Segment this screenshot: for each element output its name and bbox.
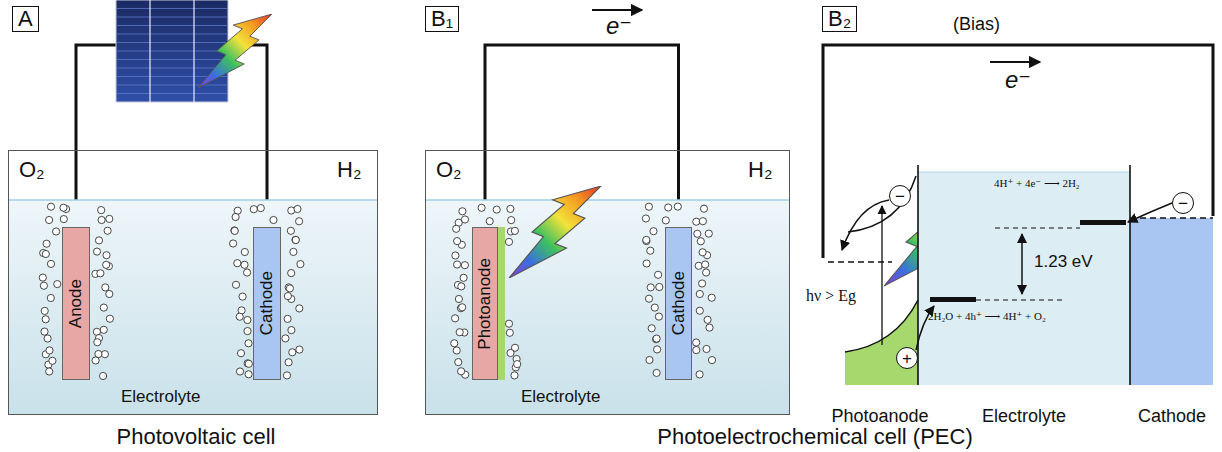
electrode-label: Cathode (257, 271, 277, 335)
charge-sign: + (902, 350, 912, 367)
charge-circle: − (1172, 192, 1194, 214)
region-label: Electrolyte (982, 406, 1066, 427)
reaction-equation: 2H₂O + 4h⁺ ⟶ 4H⁺ + O₂ (928, 310, 1046, 323)
electrode-label: Anode (66, 279, 86, 328)
gas-label: H₂ (337, 157, 361, 183)
charge-sign: − (1178, 195, 1188, 212)
electrode: Cathode (253, 227, 281, 380)
reaction-equation: 4H⁺ + 4e⁻ ⟶ 2H₂ (994, 177, 1080, 190)
electrolyte-label: Electrolyte (521, 387, 600, 407)
gas-label: H₂ (748, 157, 772, 183)
electrode-label: Photoanode (475, 258, 495, 350)
caption-label: Photovoltaic cell (117, 424, 276, 450)
electrode: Anode (62, 227, 90, 380)
charge-circle: − (889, 185, 911, 207)
panel-letter: A (18, 6, 33, 31)
electrolyte-tank: O₂ H₂ Electrolyte Photoanode Cathode (425, 150, 790, 415)
panel-letter: B₂ (828, 6, 851, 31)
bias-label: (Bias) (953, 14, 1000, 35)
panel-tag: B₁ (425, 6, 459, 32)
gas-label: O₂ (436, 157, 462, 183)
electrode-label: Cathode (669, 271, 689, 335)
electrode: Photoanode (472, 227, 498, 380)
photon-energy-label: hν > Eg (806, 287, 856, 305)
region-label: Cathode (1138, 406, 1206, 427)
gas-label: O₂ (19, 157, 45, 183)
region-label: Photoanode (831, 406, 928, 427)
electron-label: e⁻ (606, 12, 632, 40)
electrode: Cathode (665, 227, 692, 380)
energy-label: 1.23 eV (1034, 252, 1093, 272)
caption-label: Photoelectrochemical cell (PEC) (657, 424, 972, 450)
panel-letter: B₁ (431, 6, 453, 31)
charge-sign: − (895, 188, 905, 205)
electron-label: e⁻ (1005, 66, 1031, 94)
panel-tag: A (12, 6, 39, 32)
charge-circle: + (896, 347, 918, 369)
electrolyte-tank: O₂ H₂ Electrolyte Anode Cathode (8, 150, 378, 415)
panel-tag: B₂ (822, 6, 857, 32)
electrolyte-label: Electrolyte (121, 387, 200, 407)
